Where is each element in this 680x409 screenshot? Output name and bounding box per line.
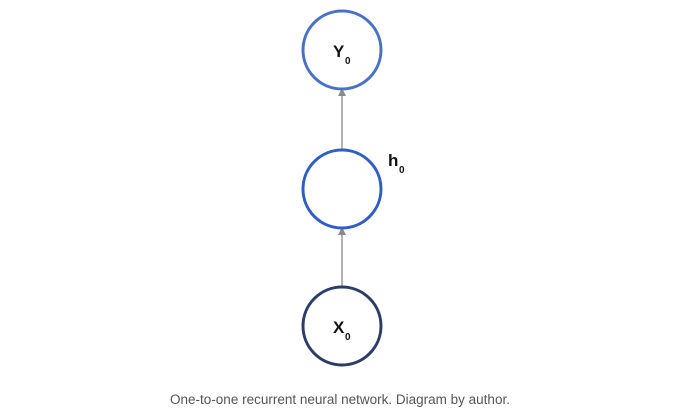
output-node-label: Y: [333, 42, 345, 61]
input-node-label: X: [333, 318, 345, 337]
rnn-diagram: Y 0 h 0 X 0: [301, 9, 405, 367]
input-node-subscript: 0: [345, 332, 351, 343]
output-node: Y 0: [301, 9, 383, 91]
figure-caption: One-to-one recurrent neural network. Dia…: [170, 392, 510, 407]
hidden-node-subscript: 0: [399, 165, 405, 176]
output-node-subscript: 0: [345, 56, 351, 67]
output-node-circle: [301, 9, 383, 91]
hidden-node-label: h: [388, 151, 398, 170]
hidden-node-circle: [301, 148, 383, 230]
hidden-node: h 0: [301, 148, 405, 230]
input-node-circle: [301, 285, 383, 367]
input-node: X 0: [301, 285, 383, 367]
